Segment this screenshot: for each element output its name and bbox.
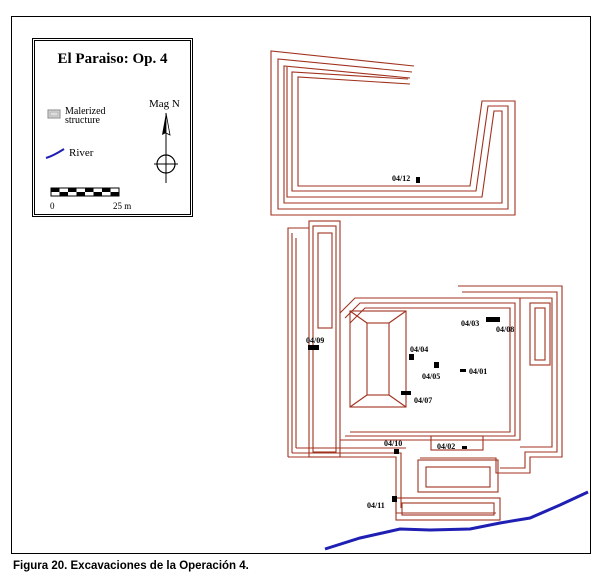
north-platform-structure (270, 50, 516, 216)
river-swatch-icon (45, 148, 65, 159)
legend-river-label: River (69, 147, 94, 159)
excavation-unit (392, 496, 397, 502)
excavation-labels: 04/12 04/03 04/08 04/09 04/04 04/05 04/0… (306, 174, 514, 510)
map-frame (11, 16, 591, 554)
label-0407: 04/07 (414, 396, 432, 405)
label-0402: 04/02 (437, 442, 455, 451)
river-line (324, 490, 589, 551)
legend-malerized-label-1: Malerized (65, 106, 106, 117)
malerized-structure-swatch-icon (47, 109, 61, 119)
label-0410: 04/10 (384, 439, 402, 448)
legend-title: El Paraiso: Op. 4 (57, 51, 168, 67)
inner-platform-structure (349, 310, 407, 408)
structures-layer (270, 50, 563, 521)
north-arrow-icon (154, 112, 178, 183)
scale-start-label: 0 (50, 201, 55, 211)
south-platform-structure (395, 459, 501, 521)
excavation-units (308, 177, 500, 502)
label-0412: 04/12 (392, 174, 410, 183)
label-0408: 04/08 (496, 325, 514, 334)
excavation-unit (308, 345, 319, 350)
excavation-unit (416, 177, 420, 183)
map-legend: El Paraiso: Op. 4 Malerized structure Ri… (32, 38, 193, 217)
excavation-unit (434, 362, 439, 368)
excavation-unit (486, 317, 500, 322)
small-structure-0402 (430, 435, 484, 451)
legend-malerized-label-2: structure (65, 115, 100, 126)
scale-end-label: 25 m (113, 201, 132, 211)
figure-caption: Figura 20. Excavaciones de la Operación … (13, 560, 249, 572)
excavation-unit (394, 449, 399, 454)
north-label: Mag N (149, 98, 180, 110)
excavation-unit (462, 446, 467, 449)
label-0401: 04/01 (469, 367, 487, 376)
excavation-unit (401, 391, 411, 395)
scale-bar-icon (50, 187, 120, 197)
label-0404: 04/04 (410, 345, 428, 354)
excavation-unit (409, 354, 414, 360)
label-0405: 04/05 (422, 372, 440, 381)
label-0403: 04/03 (461, 319, 479, 328)
label-0409: 04/09 (306, 336, 324, 345)
excavation-unit (460, 369, 466, 372)
label-0411: 04/11 (367, 501, 385, 510)
